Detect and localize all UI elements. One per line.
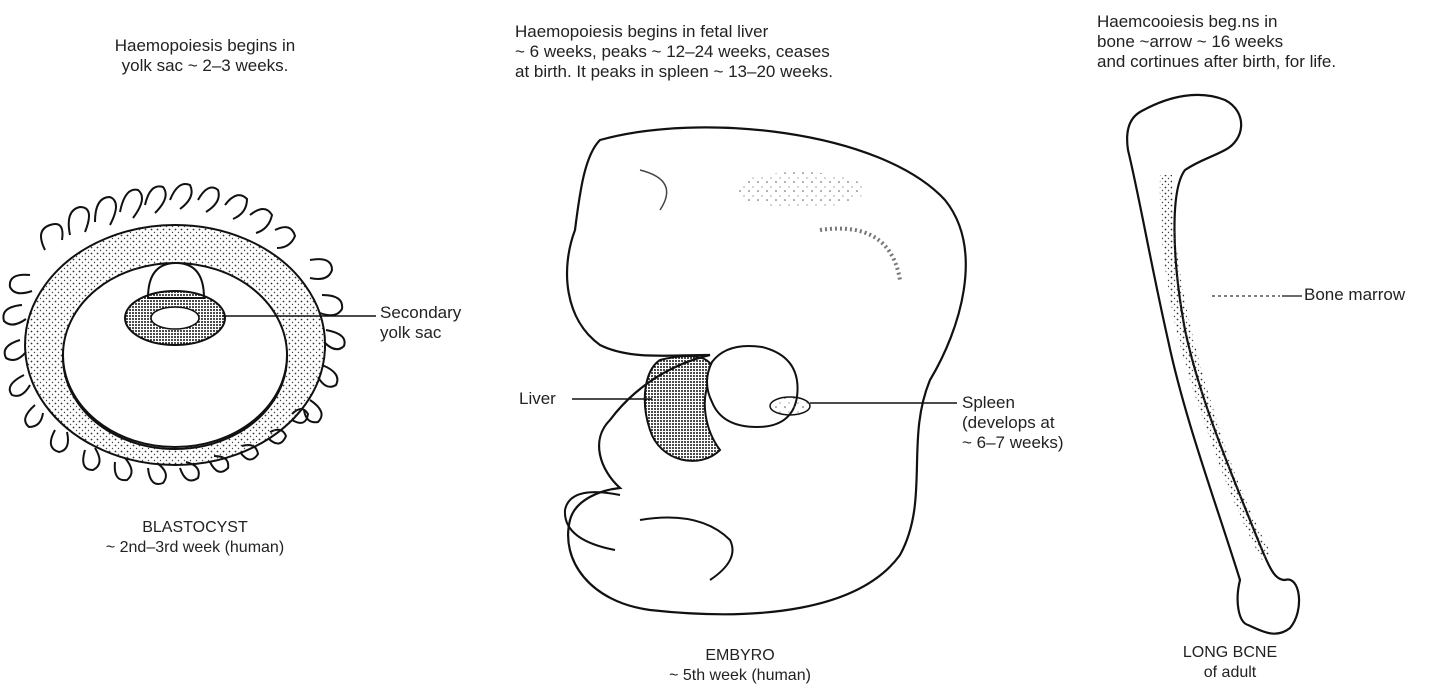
bone-marrow-description: Haemcooiesis beg.ns in bone ~arrow ~ 16 … xyxy=(1097,12,1442,72)
long-bone-illustration xyxy=(1127,95,1302,634)
spleen-shape xyxy=(770,397,810,415)
long-bone-caption: LONG BCNE of adult xyxy=(1130,643,1330,683)
bone-outline xyxy=(1127,95,1299,634)
spleen-label: Spleen (develops at ~ 6–7 weeks) xyxy=(962,393,1064,453)
embryo-head-shading xyxy=(735,172,865,208)
yolk-sac-lumen xyxy=(151,307,199,329)
embryo-illustration xyxy=(565,127,966,614)
secondary-yolk-sac-label: Secondary yolk sac xyxy=(380,303,461,343)
blastocyst-illustration xyxy=(3,184,376,484)
blastocyst-caption: BLASTOCYST ~ 2nd–3rd week (human) xyxy=(45,518,345,558)
yolk-sac-description: Haemopoiesis begins in yolk sac ~ 2–3 we… xyxy=(55,36,355,76)
embryo-caption: EMBYRO ~ 5th week (human) xyxy=(620,646,860,686)
liver-label: Liver xyxy=(519,389,556,409)
fetal-liver-description: Haemopoiesis begins in fetal liver ~ 6 w… xyxy=(515,22,985,82)
bone-marrow-label: Bone marrow xyxy=(1304,285,1405,305)
